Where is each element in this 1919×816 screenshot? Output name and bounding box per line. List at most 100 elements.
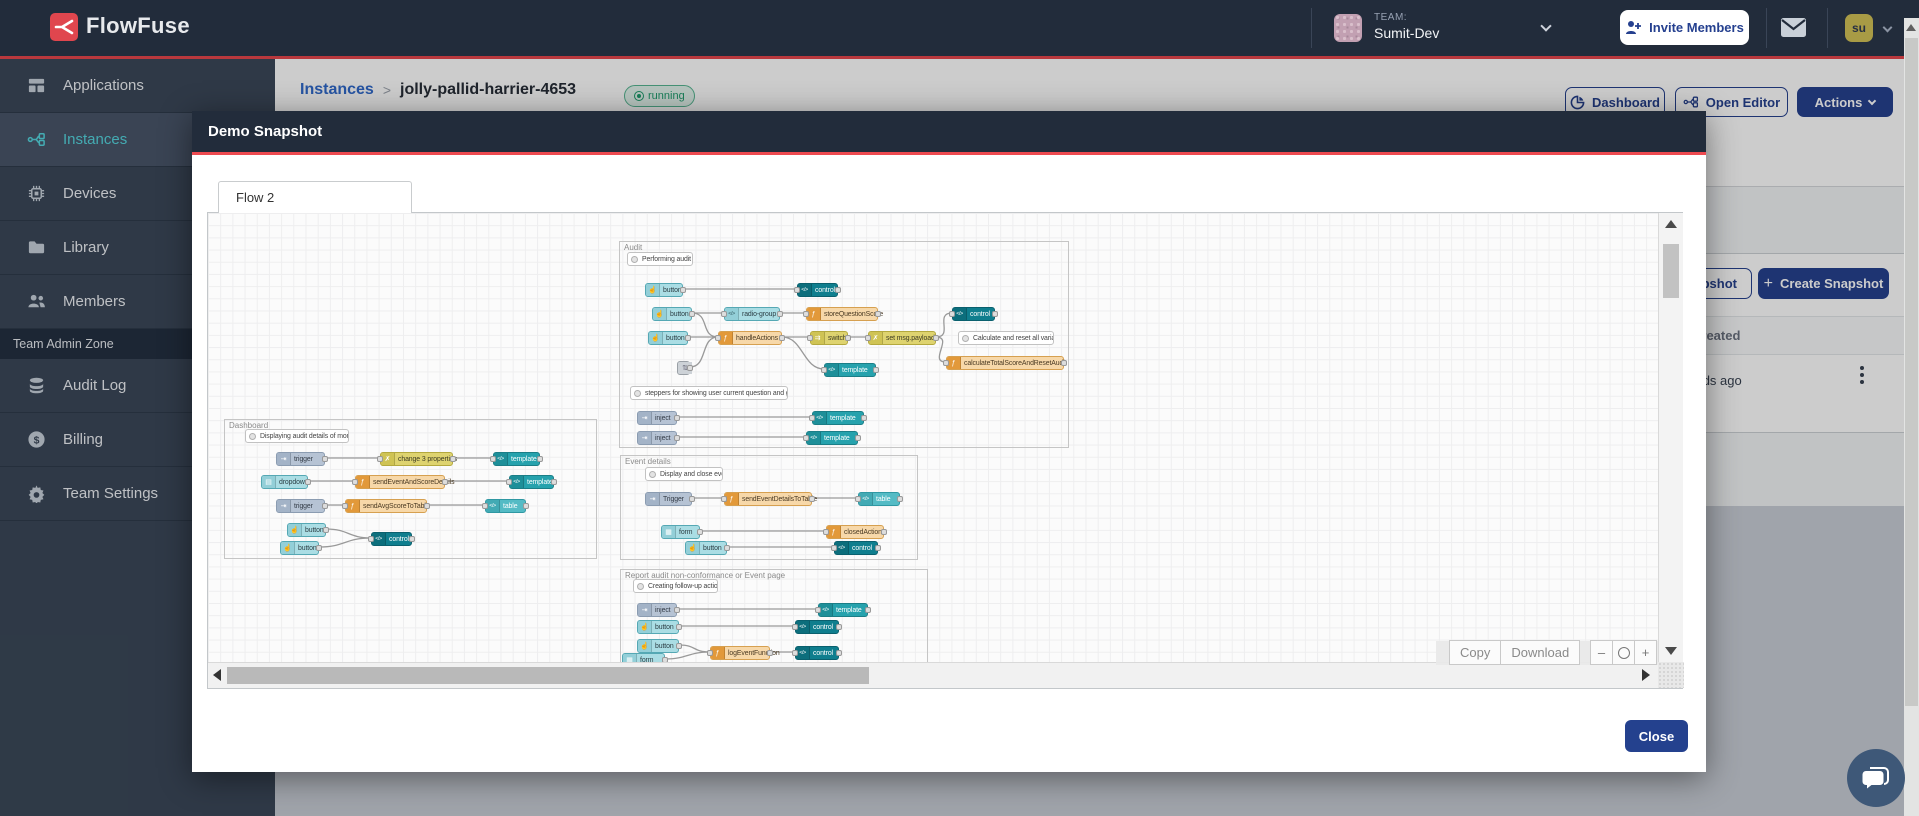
flowfuse-logo-icon[interactable]	[50, 13, 78, 41]
code-icon: </>	[807, 432, 821, 444]
scroll-down-icon[interactable]	[1665, 647, 1677, 655]
chat-icon	[1862, 767, 1889, 789]
flow-node-table: </>table	[855, 492, 903, 506]
function-icon: ƒ	[711, 647, 725, 659]
pointer-icon: ☝	[649, 332, 663, 344]
user-avatar[interactable]: su	[1845, 14, 1873, 42]
copy-download-group: Copy Download	[1449, 640, 1581, 665]
flow-node-template: </>template	[809, 411, 867, 425]
open-editor-button[interactable]: Open Editor	[1675, 87, 1788, 117]
applications-icon	[28, 78, 45, 93]
dropdown-icon: ▤	[262, 476, 276, 488]
devices-icon	[28, 185, 45, 202]
zoom-reset-button[interactable]	[1612, 640, 1635, 665]
sidebar-item-devices[interactable]: Devices	[0, 167, 275, 221]
sidebar-item-audit-log[interactable]: Audit Log	[0, 359, 275, 413]
team-label: TEAM:	[1374, 12, 1408, 23]
code-icon: </>	[796, 647, 810, 659]
flow-node-table: </>table	[482, 499, 529, 513]
flow-node-button: ☝button	[637, 620, 682, 634]
create-snapshot-button[interactable]: +Create Snapshot	[1758, 268, 1889, 299]
code-icon: </>	[953, 308, 967, 320]
flow-node-button: ☝button	[652, 307, 695, 321]
scrollbar-thumb[interactable]	[1905, 38, 1918, 706]
zoom-controls: – +	[1590, 640, 1657, 665]
breadcrumb-instances-link[interactable]: Instances	[300, 81, 374, 98]
nav-divider	[1311, 8, 1312, 48]
function-icon: ƒ	[356, 476, 370, 488]
form-icon: ▦	[623, 654, 637, 662]
flow-comment-node: Displaying audit details of month	[245, 429, 349, 443]
actions-button[interactable]: Actions	[1797, 87, 1893, 117]
code-icon: </>	[796, 621, 810, 633]
zoom-in-button[interactable]: +	[1634, 640, 1657, 665]
sidebar-item-team-settings[interactable]: Team Settings	[0, 467, 275, 521]
team-avatar[interactable]	[1334, 14, 1362, 42]
dialog-accent-line	[192, 152, 1706, 155]
sidebar-item-members[interactable]: Members	[0, 275, 275, 329]
sidebar-item-library[interactable]: Library	[0, 221, 275, 275]
top-navbar: FlowFuse TEAM: Sumit-Dev Invite Members …	[0, 0, 1919, 56]
copy-button[interactable]: Copy	[1449, 640, 1502, 665]
flow-comment-node: Performing audit	[627, 252, 693, 266]
team-chevron-down-icon[interactable]	[1540, 20, 1552, 32]
svg-text:$: $	[34, 435, 40, 446]
code-icon: </>	[372, 533, 386, 545]
nav-divider	[1827, 8, 1828, 48]
members-icon	[28, 294, 45, 308]
flow-group: Report audit non-conformance or Event pa…	[620, 569, 928, 662]
flow-node-button: ☝button	[648, 331, 691, 345]
function-icon: ƒ	[827, 526, 841, 538]
scroll-left-icon[interactable]	[213, 669, 221, 681]
pointer-icon: ☝	[653, 308, 667, 320]
invite-members-button[interactable]: Invite Members	[1620, 10, 1749, 45]
flow-node-template: </>template	[506, 475, 557, 489]
flow-node-inject: ⇥inject	[637, 431, 680, 445]
flow-group: Event details	[620, 455, 918, 560]
flow-comment-node: Display and close events	[645, 467, 723, 481]
canvas-horizontal-scrollbar[interactable]	[208, 662, 1658, 688]
scroll-up-icon[interactable]	[1665, 220, 1677, 228]
chat-widget-button[interactable]	[1847, 749, 1905, 807]
scrollbar-up-icon[interactable]	[1906, 24, 1916, 31]
flow-node-button: ☝button	[645, 283, 686, 297]
vertical-scroll-thumb[interactable]	[1663, 244, 1679, 298]
zoom-out-button[interactable]: –	[1590, 640, 1613, 665]
flow-node-button: ☝button	[685, 541, 730, 555]
kebab-menu-icon[interactable]	[1860, 366, 1864, 370]
flow-node-form: ▦form	[661, 525, 703, 539]
flow-node-button: ☝button	[637, 639, 682, 653]
canvas-vertical-scrollbar[interactable]	[1658, 213, 1683, 662]
running-icon	[634, 91, 644, 101]
horizontal-scroll-thumb[interactable]	[227, 667, 869, 684]
flow-comment-node: Calculate and reset all variable	[958, 331, 1054, 345]
code-icon: </>	[859, 493, 873, 505]
browser-scrollbar[interactable]	[1904, 18, 1919, 816]
code-icon: </>	[798, 284, 812, 296]
flow-node-change: ✗change 3 properties	[377, 452, 457, 466]
close-button[interactable]: Close	[1625, 720, 1688, 752]
flow-wires	[308, 288, 953, 660]
mail-icon[interactable]	[1780, 17, 1807, 43]
function-icon: ƒ	[346, 500, 360, 512]
sidebar-item-applications[interactable]: Applications	[0, 59, 275, 113]
scroll-right-icon[interactable]	[1642, 669, 1650, 681]
team-name[interactable]: Sumit-Dev	[1374, 25, 1440, 41]
tab-flow-2[interactable]: Flow 2	[218, 181, 412, 213]
pointer-icon: ☝	[646, 284, 660, 296]
folder-icon	[28, 241, 45, 254]
dialog-title: Demo Snapshot	[208, 123, 323, 140]
breadcrumb-instance-name: jolly-pallid-harrier-4653	[400, 81, 577, 98]
flow-node-control: </>control	[792, 646, 842, 660]
sidebar-item-billing[interactable]: $ Billing	[0, 413, 275, 467]
breadcrumb-separator: >	[382, 82, 391, 98]
user-chevron-down-icon[interactable]	[1882, 22, 1893, 33]
code-icon: </>	[510, 476, 524, 488]
download-button[interactable]: Download	[1500, 640, 1581, 665]
inject-icon: ⇥	[277, 453, 291, 465]
